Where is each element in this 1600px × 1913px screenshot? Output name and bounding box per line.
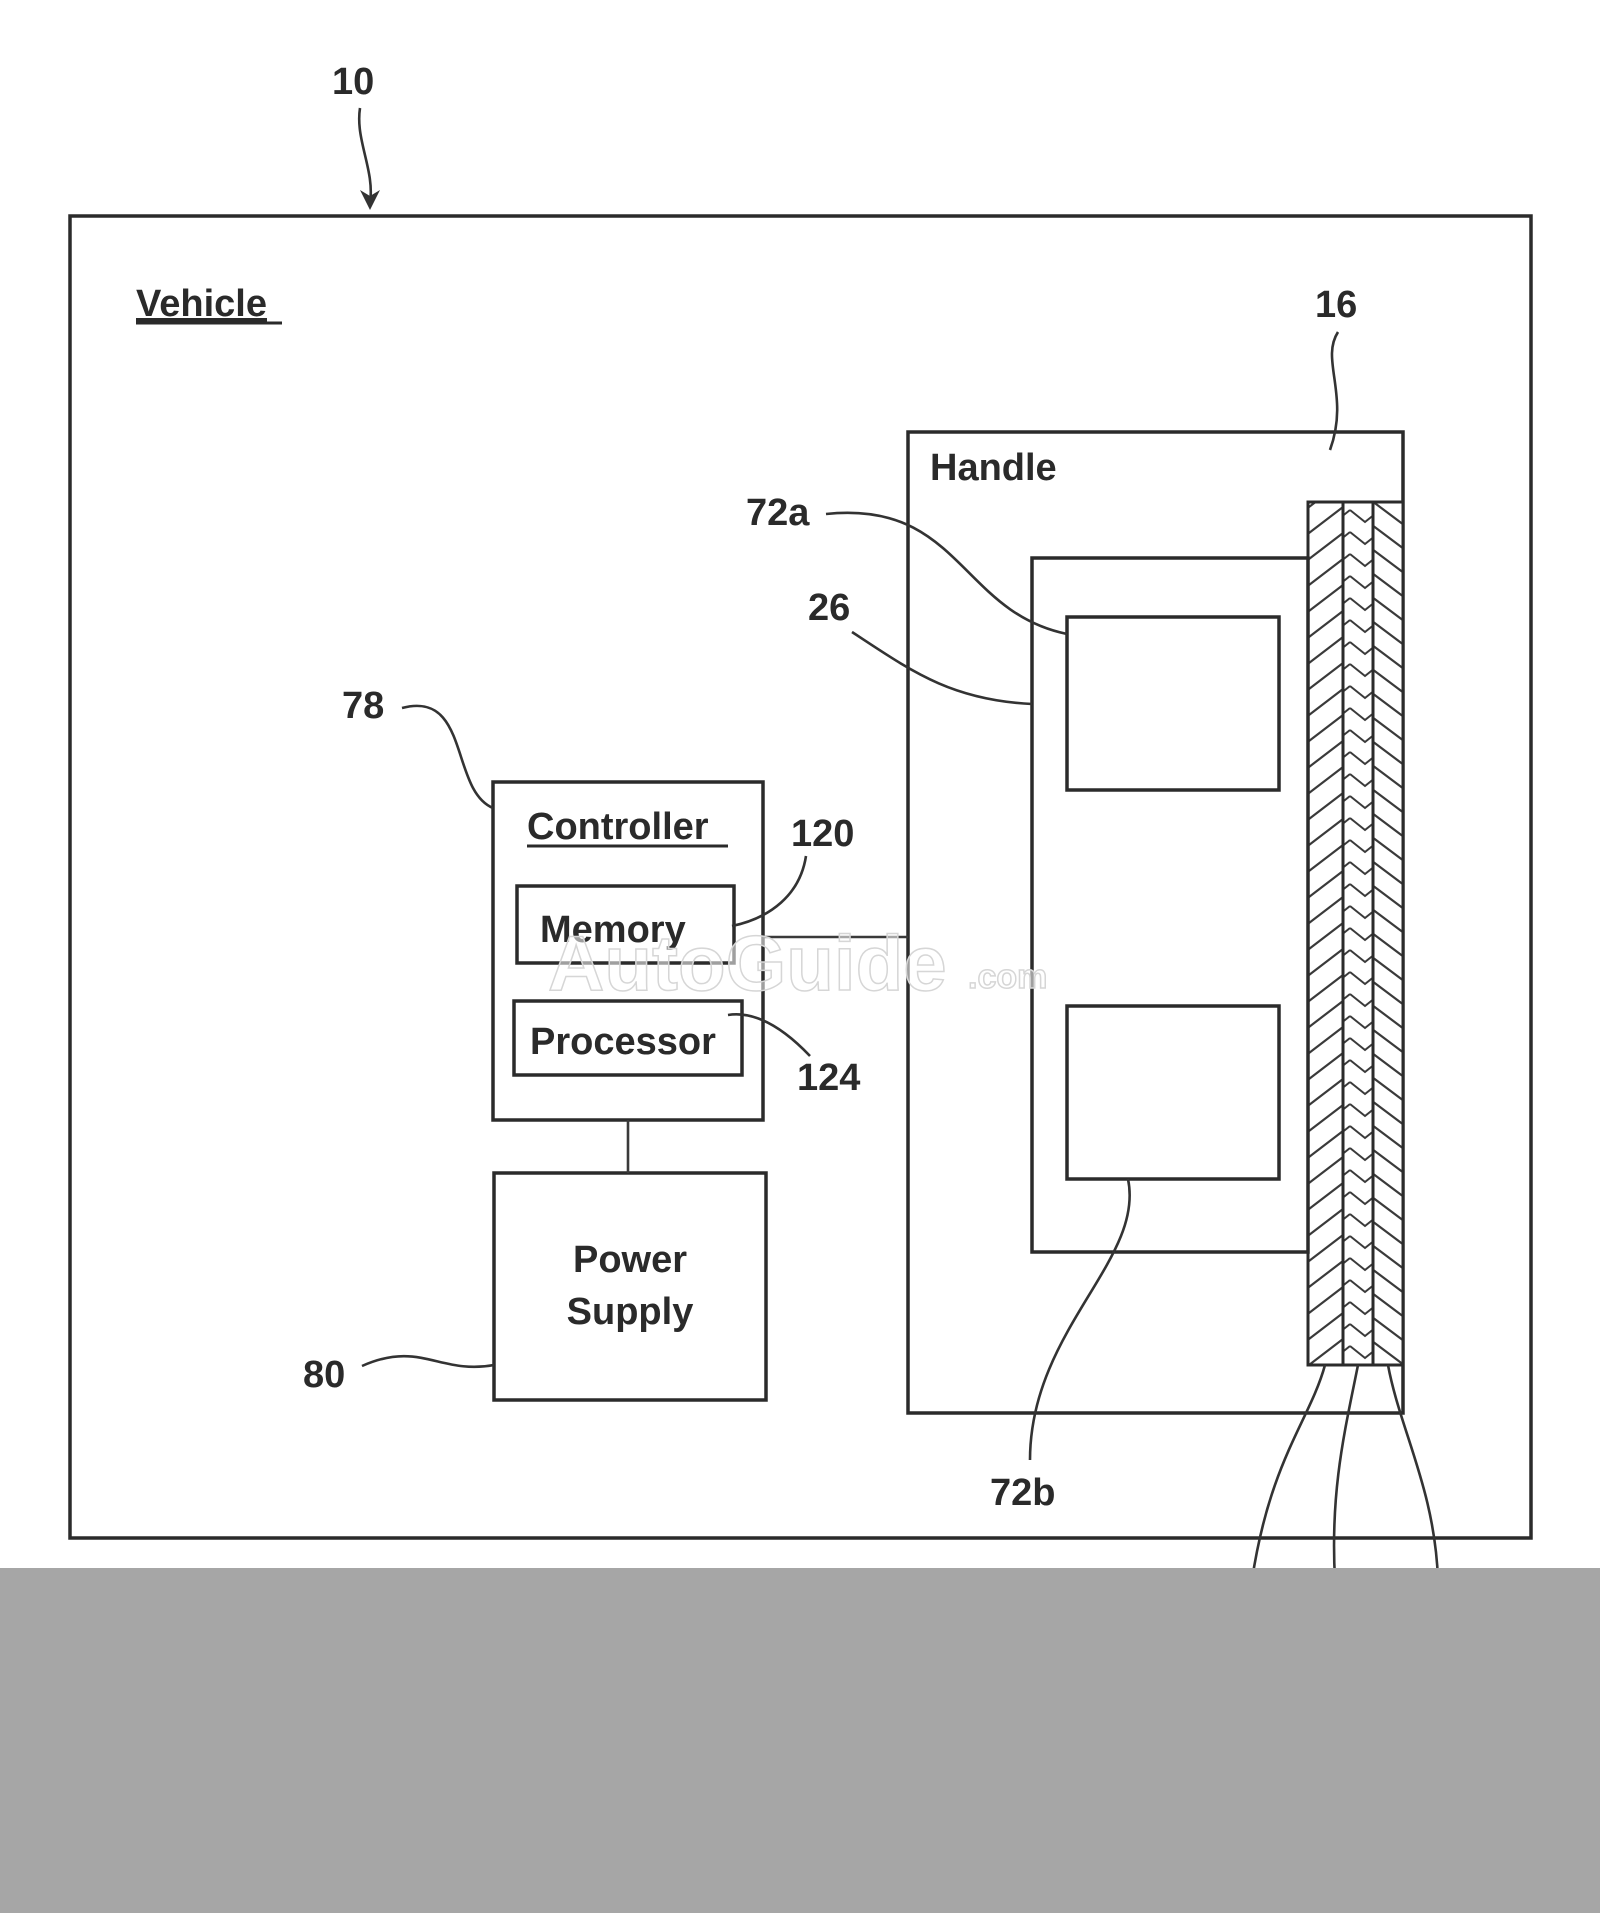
- processor-ref-label: 124: [797, 1057, 860, 1099]
- handle-label: Handle: [930, 447, 1057, 489]
- watermark-brand: AutoGuide: [548, 919, 947, 1007]
- figure-ref-arrowhead-icon: [360, 190, 380, 210]
- bottom-gray-band: [0, 1568, 1600, 1913]
- watermark-suffix: .com: [968, 958, 1047, 996]
- upper-sensor-ref-label: 72a: [746, 492, 810, 534]
- sensor-assembly-ref-label: 26: [808, 587, 850, 629]
- sensor-assembly-ref-leader: [851, 630, 1033, 706]
- layer-inner-leader: [1386, 1364, 1440, 1581]
- memory-ref-leader: [731, 855, 808, 928]
- memory-ref-label: 120: [791, 813, 854, 855]
- lower-sensor-box: [1065, 1004, 1281, 1181]
- power-supply-box: [492, 1171, 768, 1402]
- handle-ref-label: 16: [1315, 284, 1357, 326]
- handle-layer-outer: [1306, 500, 1345, 1367]
- controller-ref-leader: [401, 704, 494, 810]
- figure-ref-label: 10: [332, 61, 374, 103]
- figure-ref-arrow: [357, 107, 373, 204]
- vehicle-label: Vehicle: [136, 283, 267, 325]
- handle-layer-middle: [1341, 500, 1375, 1367]
- memory-label: Memory: [540, 909, 686, 951]
- power-supply-label-line1: Power: [573, 1239, 687, 1281]
- processor-ref-leader: [727, 1013, 811, 1057]
- upper-sensor-box: [1065, 615, 1281, 792]
- layer-middle-leader: [1332, 1364, 1360, 1581]
- power-supply-ref-leader: [361, 1354, 495, 1369]
- upper-sensor-ref-leader: [825, 511, 1068, 636]
- processor-box: [512, 999, 744, 1077]
- controller-label: Controller: [527, 806, 709, 848]
- processor-label: Processor: [530, 1021, 716, 1063]
- lower-sensor-ref-label: 72b: [990, 1472, 1055, 1514]
- layer-outer-leader: [1250, 1364, 1327, 1581]
- handle-layer-inner: [1371, 500, 1405, 1367]
- power-supply-label-line2: Supply: [567, 1291, 694, 1333]
- handle-ref-leader: [1328, 331, 1340, 451]
- power-supply-ref-label: 80: [303, 1354, 345, 1396]
- lower-sensor-ref-leader: [1028, 1178, 1131, 1461]
- controller-ref-label: 78: [342, 685, 384, 727]
